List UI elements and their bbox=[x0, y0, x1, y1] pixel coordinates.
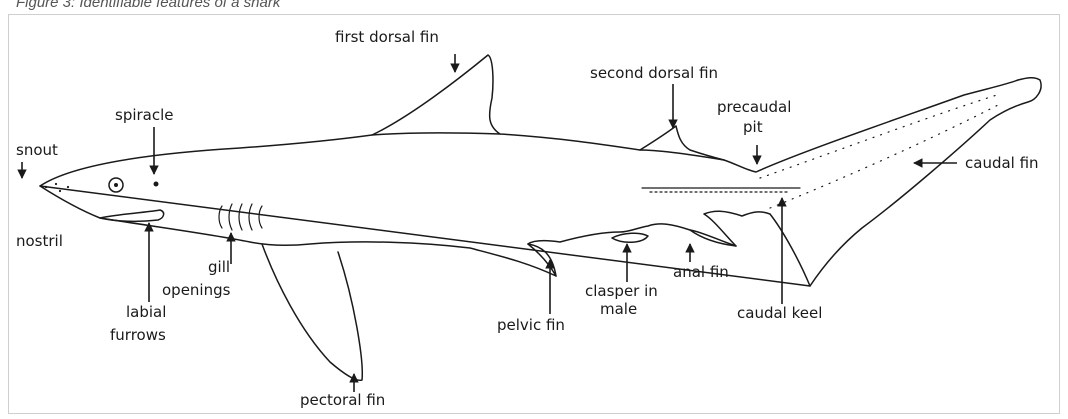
snout-dot bbox=[59, 190, 61, 192]
spiracle-dot bbox=[154, 182, 159, 187]
label-spiracle: spiracle bbox=[115, 106, 174, 174]
label-anal-fin: anal fin bbox=[673, 244, 729, 281]
label-first-dorsal-fin: first dorsal fin bbox=[335, 28, 455, 72]
pectoral-fin-shape bbox=[262, 244, 362, 380]
spiracle-label: spiracle bbox=[115, 106, 174, 124]
precaudal-pit-label-line2: pit bbox=[743, 118, 763, 136]
clasper-label-line2: male bbox=[600, 300, 637, 318]
anal-fin-label: anal fin bbox=[673, 263, 729, 281]
pelvic-fin-label: pelvic fin bbox=[497, 316, 565, 334]
gill-openings-label-line1: gill bbox=[208, 258, 230, 276]
label-nostril: nostril bbox=[16, 232, 63, 250]
gill-slit bbox=[249, 204, 252, 230]
second-dorsal-fin-base bbox=[640, 150, 724, 160]
eye-pupil bbox=[114, 183, 118, 187]
snout-dot bbox=[67, 186, 69, 188]
first-dorsal-fin-base bbox=[372, 133, 500, 135]
snout-dot bbox=[55, 183, 57, 185]
label-caudal-keel: caudal keel bbox=[737, 198, 822, 322]
mouth-shape bbox=[100, 210, 164, 221]
gill-slit bbox=[239, 204, 242, 230]
pectoral-fin-label: pectoral fin bbox=[300, 391, 385, 409]
labial-furrows-label-line2: furrows bbox=[110, 326, 166, 344]
label-labial-furrows: labial furrows bbox=[110, 223, 166, 344]
precaudal-pit-label-line1: precaudal bbox=[717, 98, 791, 116]
labial-furrows-label-line1: labial bbox=[126, 303, 166, 321]
pelvic-fin-shape bbox=[528, 244, 556, 276]
clasper-shape bbox=[612, 233, 648, 242]
label-pectoral-fin: pectoral fin bbox=[300, 374, 385, 409]
gill-openings-label-line2: openings bbox=[162, 281, 231, 299]
gill-slit bbox=[229, 204, 232, 230]
label-snout: snout bbox=[16, 141, 58, 178]
second-dorsal-fin-label: second dorsal fin bbox=[590, 64, 718, 82]
first-dorsal-fin-label: first dorsal fin bbox=[335, 28, 439, 46]
caudal-fin-label: caudal fin bbox=[965, 154, 1039, 172]
lateral-line-upper bbox=[760, 94, 1000, 178]
clasper-label-line1: clasper in bbox=[585, 282, 658, 300]
snout-dot bbox=[45, 186, 47, 188]
caudal-keel-label: caudal keel bbox=[737, 304, 822, 322]
label-second-dorsal-fin: second dorsal fin bbox=[590, 64, 718, 128]
snout-label: snout bbox=[16, 141, 58, 159]
label-gill-openings: gill openings bbox=[162, 233, 231, 299]
label-clasper: clasper in male bbox=[585, 244, 658, 318]
label-caudal-fin: caudal fin bbox=[914, 154, 1039, 172]
nostril-label: nostril bbox=[16, 232, 63, 250]
gill-slit bbox=[259, 206, 262, 228]
label-precaudal-pit: precaudal pit bbox=[717, 98, 791, 164]
